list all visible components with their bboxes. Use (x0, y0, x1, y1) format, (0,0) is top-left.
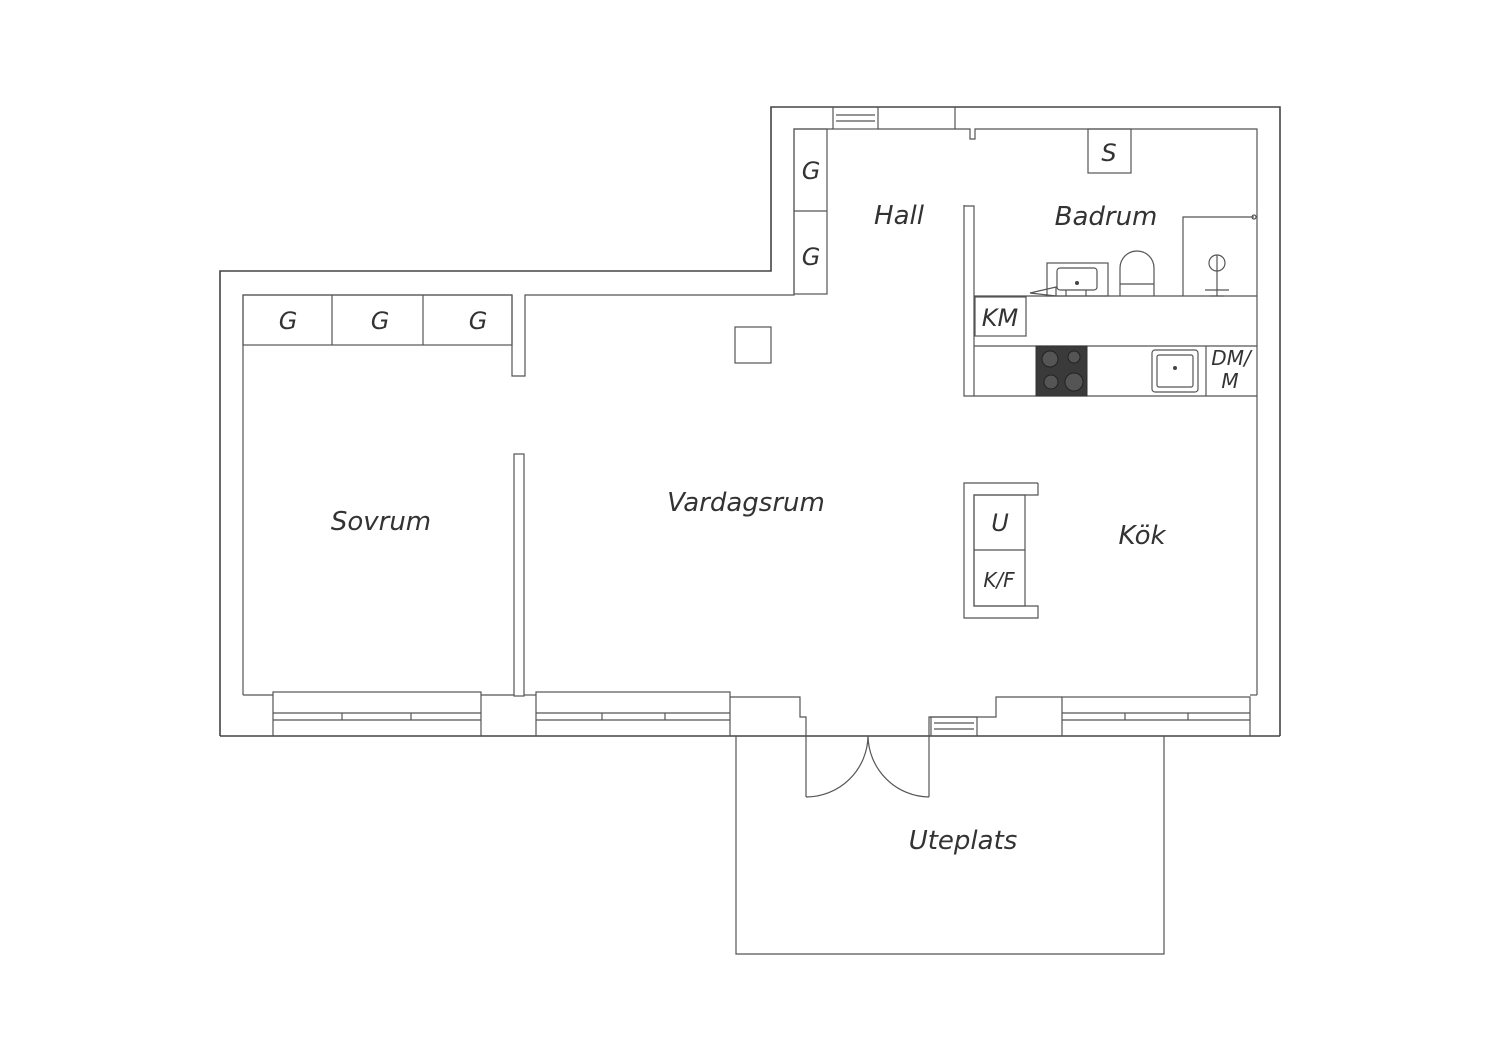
wardrobe-label: G (802, 157, 821, 185)
wardrobe-label: G (469, 307, 488, 335)
shower-icon (1182, 214, 1257, 297)
room-label-vardagsrum: Vardagsrum (667, 488, 825, 518)
washer-box (1087, 128, 1132, 174)
door-swing-icon (805, 735, 930, 798)
room-label-hall: Hall (874, 201, 925, 231)
wardrobe-label: G (802, 243, 821, 271)
toilet-icon (1119, 250, 1155, 296)
interior-walls (243, 205, 1257, 697)
fridge-label: K/F (983, 568, 1015, 592)
room-label-uteplats: Uteplats (909, 826, 1018, 856)
wardrobe-label: G (371, 307, 390, 335)
washer-label: S (1101, 139, 1116, 167)
oven-label: U (991, 509, 1009, 537)
km-label: KM (982, 304, 1019, 332)
hob-icon (1035, 345, 1088, 397)
oven-fridge-island (963, 482, 1039, 619)
room-label-sovrum: Sovrum (331, 507, 431, 537)
bottom-windows (272, 691, 1251, 737)
dm-label: DM/ (1211, 346, 1253, 370)
km-box (974, 296, 1027, 337)
hall-wardrobes (793, 128, 828, 295)
room-label-kok: Kök (1118, 521, 1166, 551)
column (734, 326, 772, 364)
sink-icon (1029, 262, 1109, 297)
wardrobe-label: G (279, 307, 298, 335)
terrace-outline (735, 736, 1165, 955)
bedroom-wardrobes (242, 294, 513, 346)
kitchen-sink-icon (1151, 349, 1199, 393)
room-label-badrum: Badrum (1055, 202, 1158, 232)
m-label: M (1221, 369, 1238, 393)
top-window (832, 106, 879, 130)
